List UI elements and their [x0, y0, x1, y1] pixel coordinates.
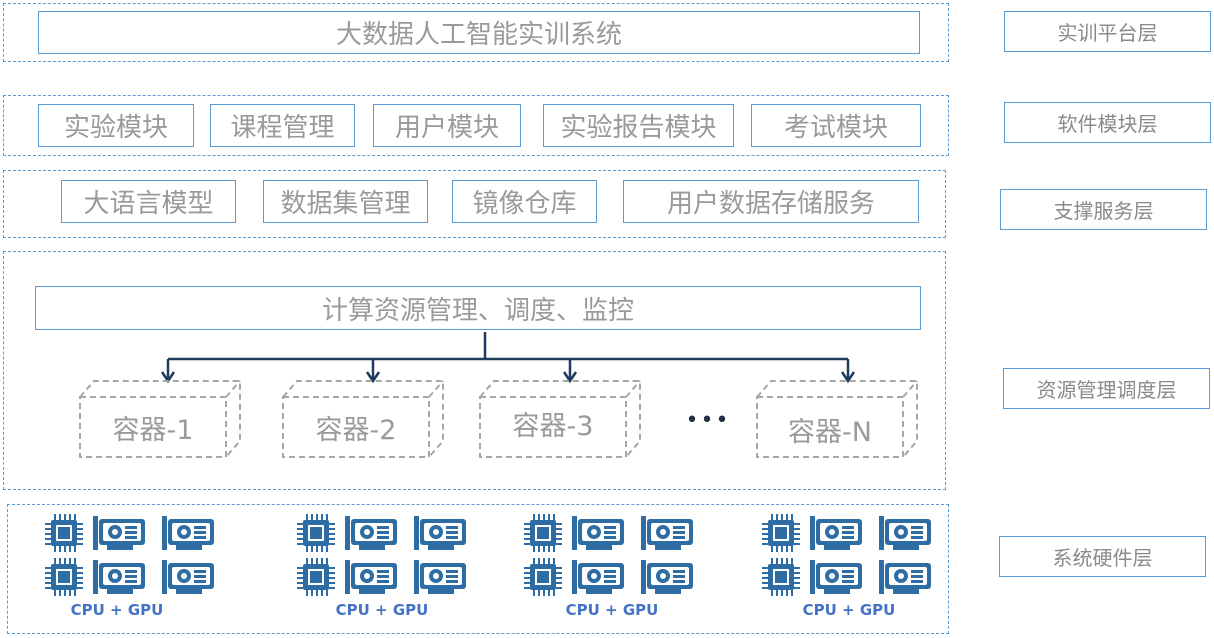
module-box-course: 课程管理: [210, 104, 355, 147]
hardware-layer-frame: [7, 504, 949, 634]
gpu-card-icon: [879, 560, 931, 594]
dispatch-connectors: [160, 332, 856, 384]
layer-label-resource: 资源管理调度层: [1003, 368, 1210, 409]
module-box-experiment: 实验模块: [38, 104, 194, 147]
container-box-1: [79, 380, 241, 458]
gpu-card-icon: [641, 560, 693, 594]
container-box-2: [282, 380, 444, 458]
service-box-llm: 大语言模型: [61, 180, 236, 223]
cpu-chip-icon: [762, 558, 800, 596]
cpu-chip-icon: [762, 514, 800, 552]
arrowhead-2: [365, 371, 381, 384]
hardware-caption-2: CPU + GPU: [335, 601, 429, 619]
module-box-exam: 考试模块: [751, 104, 921, 147]
gpu-card-icon: [93, 516, 145, 550]
gpu-card-icon: [162, 560, 214, 594]
gpu-card-icon: [810, 516, 862, 550]
arrowhead-3: [562, 371, 578, 384]
support-layer-frame: [3, 170, 946, 238]
gpu-card-icon: [345, 560, 397, 594]
platform-layer-frame: [3, 3, 949, 62]
container-ellipsis: •••: [685, 408, 731, 433]
container-label-n: 容器-N: [788, 416, 872, 448]
gpu-card-icon: [93, 560, 145, 594]
gpu-card-icon: [414, 516, 466, 550]
hardware-caption-4: CPU + GPU: [802, 601, 896, 619]
platform-title-box: 大数据人工智能实训系统: [38, 11, 920, 54]
hardware-caption-1: CPU + GPU: [70, 601, 164, 619]
gpu-card-icon: [345, 516, 397, 550]
module-box-user: 用户模块: [373, 104, 521, 147]
cpu-chip-icon: [45, 514, 83, 552]
gpu-card-icon: [162, 516, 214, 550]
container-label-3: 容器-3: [512, 410, 594, 442]
gpu-card-icon: [572, 516, 624, 550]
cpu-chip-icon: [297, 558, 335, 596]
hardware-caption-3: CPU + GPU: [565, 601, 659, 619]
cpu-chip-icon: [297, 514, 335, 552]
arrowhead-n: [840, 371, 856, 384]
cpu-chip-icon: [524, 558, 562, 596]
service-box-dataset: 数据集管理: [263, 180, 428, 223]
cpu-chip-icon: [524, 514, 562, 552]
layer-label-platform: 实训平台层: [1004, 11, 1211, 52]
container-label-2: 容器-2: [315, 414, 397, 446]
gpu-card-icon: [572, 560, 624, 594]
container-box-3: [479, 380, 641, 458]
cpu-chip-icon: [45, 558, 83, 596]
service-box-image-repo: 镜像仓库: [452, 180, 597, 223]
gpu-card-icon: [641, 516, 693, 550]
layer-label-software: 软件模块层: [1004, 102, 1211, 143]
container-label-1: 容器-1: [112, 414, 194, 446]
module-box-report: 实验报告模块: [543, 104, 734, 147]
software-layer-frame: [3, 95, 949, 156]
service-box-storage: 用户数据存储服务: [623, 180, 919, 223]
gpu-card-icon: [414, 560, 466, 594]
gpu-card-icon: [879, 516, 931, 550]
resource-manager-box: 计算资源管理、调度、监控: [35, 286, 921, 330]
resource-layer-frame: [3, 251, 946, 490]
gpu-card-icon: [810, 560, 862, 594]
layer-label-hardware: 系统硬件层: [999, 536, 1206, 577]
layer-label-support: 支撑服务层: [1000, 189, 1207, 230]
container-box-n: [756, 380, 918, 458]
